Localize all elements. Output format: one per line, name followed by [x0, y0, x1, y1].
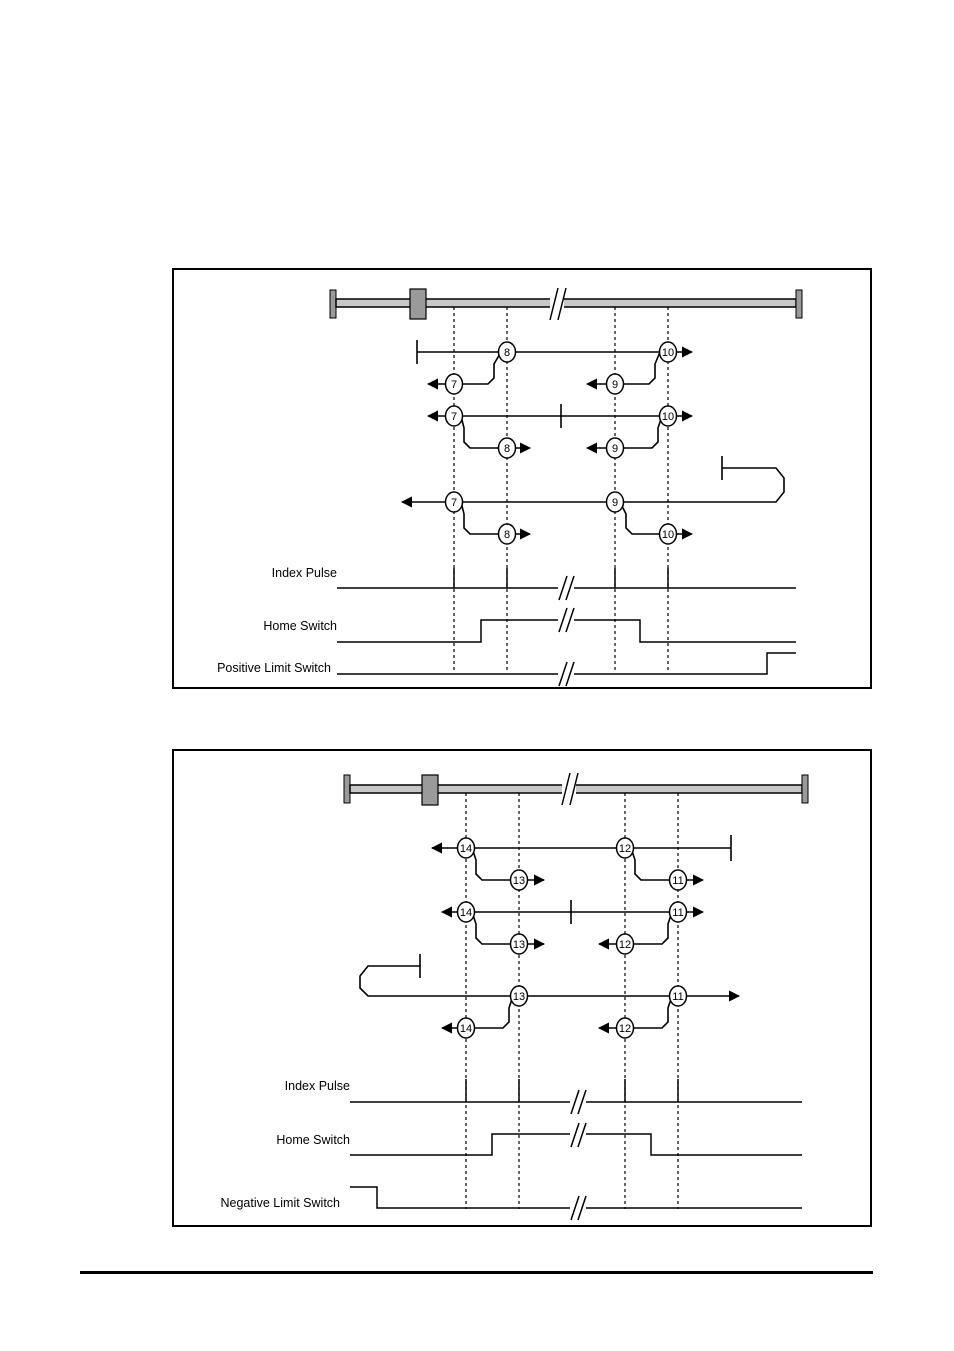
negative-limit-switch-signal — [350, 1187, 802, 1220]
svg-text:11: 11 — [672, 875, 683, 887]
method-marker: 13 — [511, 986, 528, 1006]
method-marker: 9 — [607, 374, 624, 394]
method-markers: 14 12 13 11 14 11 13 12 13 11 14 12 — [458, 838, 687, 1038]
trajectory-row-1 — [432, 835, 731, 880]
svg-text:11: 11 — [672, 907, 683, 919]
method-marker: 9 — [607, 492, 624, 512]
svg-text:10: 10 — [662, 347, 674, 359]
homing-diagram-positive-limit: 8 10 7 9 7 10 8 9 7 9 8 10 Index Pulse H… — [172, 268, 872, 689]
svg-text:14: 14 — [460, 1023, 472, 1035]
top-diagram-svg: 8 10 7 9 7 10 8 9 7 9 8 10 Index Pulse H… — [174, 270, 874, 691]
method-marker: 10 — [660, 524, 677, 544]
svg-text:8: 8 — [504, 443, 510, 455]
method-marker: 11 — [670, 902, 687, 922]
method-marker: 10 — [660, 342, 677, 362]
method-marker: 12 — [617, 934, 634, 954]
footer-rule — [80, 1271, 873, 1274]
svg-text:12: 12 — [619, 1023, 631, 1035]
method-marker: 13 — [511, 934, 528, 954]
index-pulse-signal — [337, 568, 796, 600]
home-switch-label: Home Switch — [276, 1133, 350, 1147]
home-switch-signal — [350, 1123, 802, 1155]
svg-text:13: 13 — [513, 875, 525, 887]
svg-text:13: 13 — [513, 939, 525, 951]
bottom-diagram-svg: 14 12 13 11 14 11 13 12 13 11 14 12 Inde… — [174, 751, 874, 1229]
index-pulse-label: Index Pulse — [285, 1079, 350, 1093]
trajectory-row-2 — [442, 900, 703, 944]
index-pulse-signal — [350, 1079, 802, 1114]
method-marker: 9 — [607, 438, 624, 458]
method-marker: 14 — [458, 902, 475, 922]
method-marker: 7 — [446, 492, 463, 512]
svg-text:14: 14 — [460, 907, 472, 919]
method-marker: 14 — [458, 838, 475, 858]
svg-text:8: 8 — [504, 529, 510, 541]
homing-diagram-negative-limit: 14 12 13 11 14 11 13 12 13 11 14 12 Inde… — [172, 749, 872, 1227]
travel-axis — [344, 773, 808, 805]
svg-text:11: 11 — [672, 991, 683, 1003]
trajectory-row-2 — [428, 404, 692, 448]
svg-text:7: 7 — [451, 379, 457, 391]
home-switch-signal — [337, 608, 796, 642]
positive-limit-switch-signal — [337, 653, 796, 686]
method-marker: 12 — [617, 1018, 634, 1038]
svg-text:9: 9 — [612, 379, 618, 391]
method-marker: 8 — [499, 524, 516, 544]
method-markers: 8 10 7 9 7 10 8 9 7 9 8 10 — [446, 342, 677, 544]
method-marker: 10 — [660, 406, 677, 426]
method-marker: 8 — [499, 438, 516, 458]
svg-text:13: 13 — [513, 991, 525, 1003]
method-marker: 7 — [446, 374, 463, 394]
method-marker: 11 — [670, 870, 687, 890]
home-switch-label: Home Switch — [263, 619, 337, 633]
event-guides — [466, 793, 678, 1209]
svg-text:12: 12 — [619, 843, 631, 855]
svg-text:7: 7 — [451, 497, 457, 509]
method-marker: 14 — [458, 1018, 475, 1038]
svg-text:9: 9 — [612, 443, 618, 455]
method-marker: 8 — [499, 342, 516, 362]
negative-limit-switch-label: Negative Limit Switch — [221, 1196, 341, 1210]
method-marker: 7 — [446, 406, 463, 426]
svg-text:8: 8 — [504, 347, 510, 359]
positive-limit-switch-label: Positive Limit Switch — [217, 661, 331, 675]
index-pulse-label: Index Pulse — [272, 566, 337, 580]
svg-text:9: 9 — [612, 497, 618, 509]
method-marker: 12 — [617, 838, 634, 858]
svg-text:10: 10 — [662, 529, 674, 541]
svg-text:10: 10 — [662, 411, 674, 423]
svg-text:12: 12 — [619, 939, 631, 951]
travel-axis — [330, 288, 802, 320]
svg-text:14: 14 — [460, 843, 472, 855]
method-marker: 13 — [511, 870, 528, 890]
method-marker: 11 — [670, 986, 687, 1006]
svg-text:7: 7 — [451, 411, 457, 423]
